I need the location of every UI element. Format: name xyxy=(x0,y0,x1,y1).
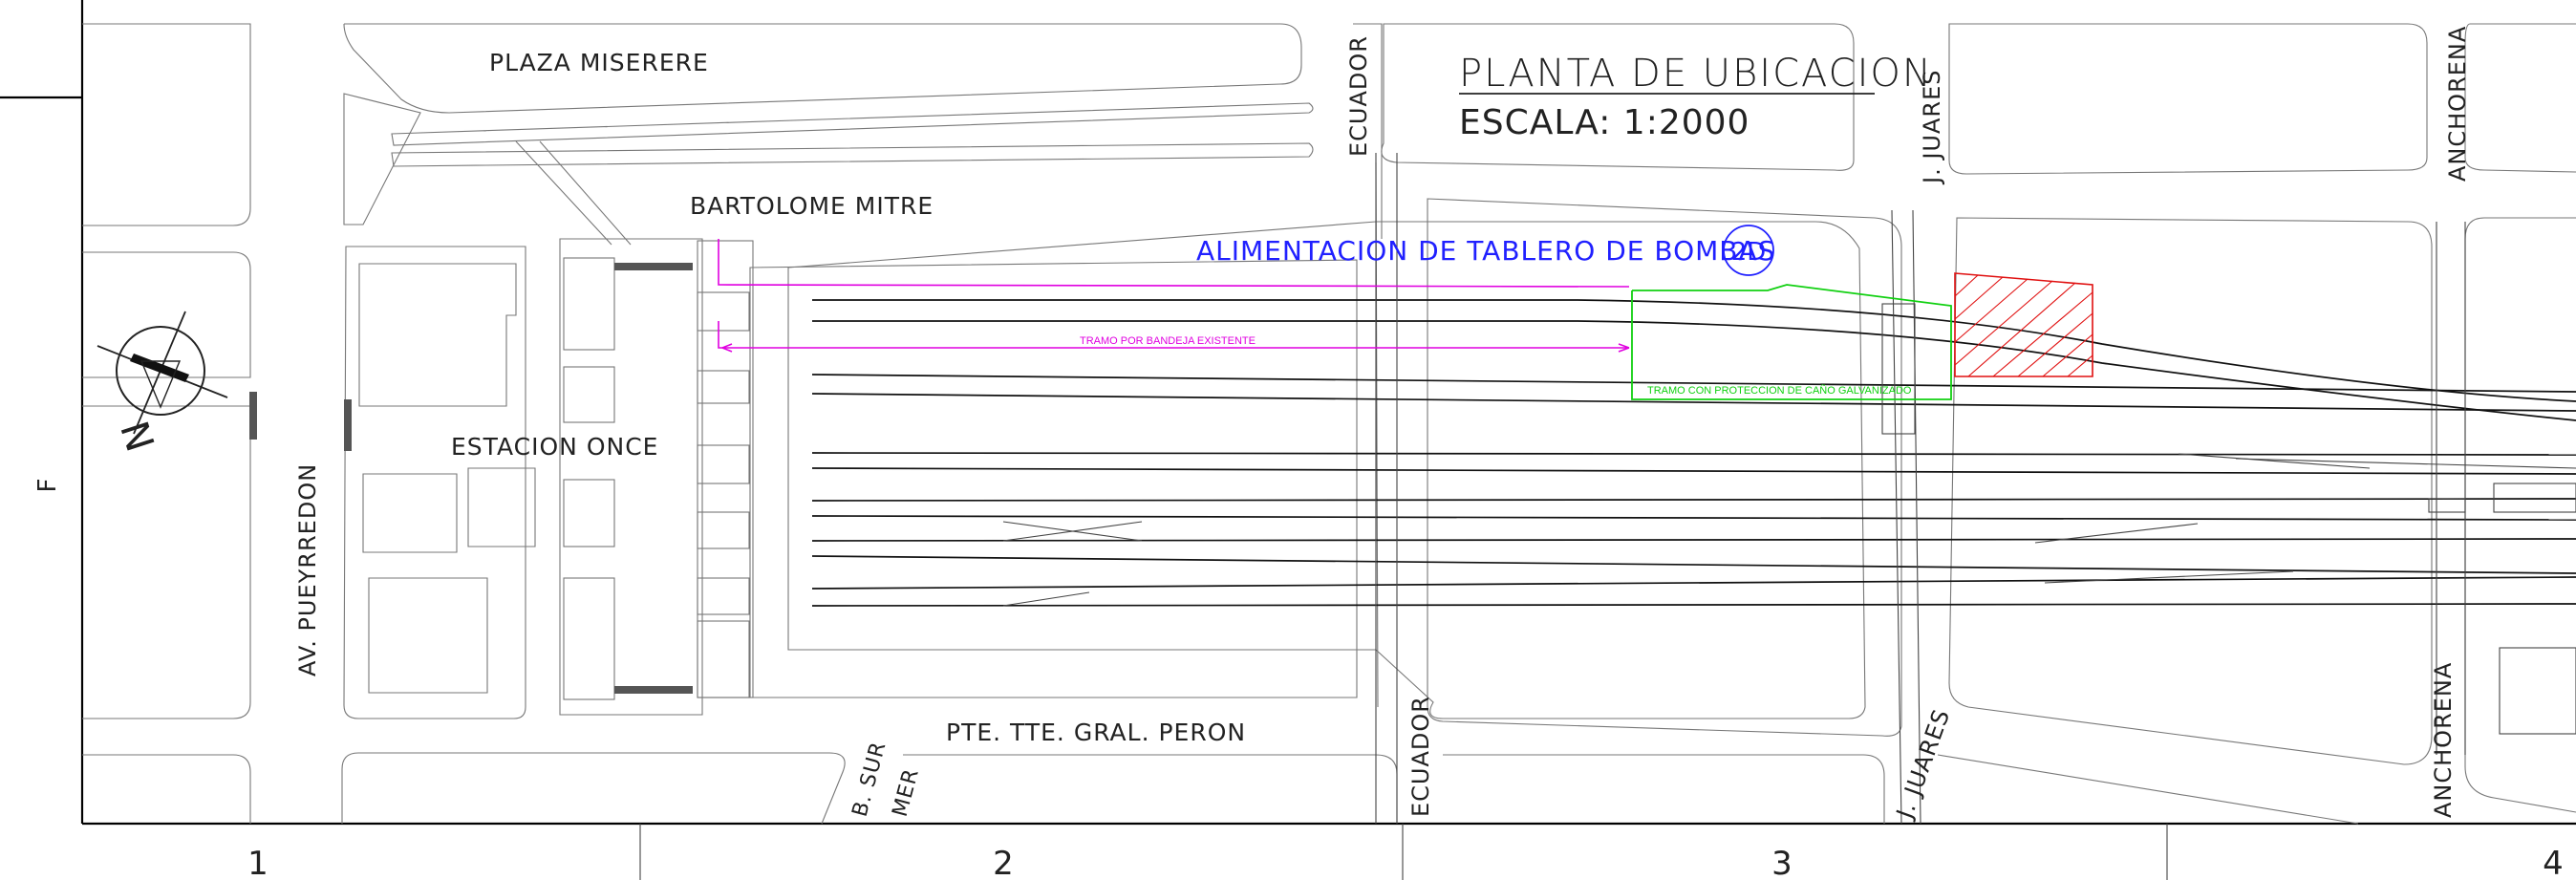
label-ecuador-top: ECUADOR xyxy=(1345,35,1372,157)
street-blocks xyxy=(82,23,2576,825)
label-b-sur: B. SUR xyxy=(848,739,891,819)
label-estacion-once: ESTACION ONCE xyxy=(451,433,658,461)
railway-tracks xyxy=(811,299,2576,607)
north-arrow-symbol xyxy=(97,311,228,435)
label-feed-pump-board: ALIMENTACION DE TABLERO DE BOMBAS xyxy=(1196,235,1775,267)
plan-scale: ESCALA: 1:2000 xyxy=(1459,103,1750,142)
grid-col-4: 4 xyxy=(2543,845,2564,880)
label-anchorena-bottom: ANCHORENA xyxy=(2430,662,2457,818)
feed-tag-circle xyxy=(1723,225,1774,276)
grid-col-2: 2 xyxy=(993,845,1014,880)
label-pte-peron: PTE. TTE. GRAL. PERON xyxy=(946,719,1246,746)
north-arrow-letter: N xyxy=(114,416,164,457)
pump-board-hatch-area xyxy=(1954,272,2093,377)
grid-col-3: 3 xyxy=(1771,845,1792,880)
cable-tray-route xyxy=(718,239,1630,353)
label-av-pueyrredon: AV. PUEYRREDON xyxy=(294,463,321,676)
label-conduit-section: TRAMO CON PROTECCION DE CAÑO GALVANIZADO xyxy=(1647,384,1912,397)
label-mer: MER xyxy=(889,766,924,820)
label-anchorena-top: ANCHORENA xyxy=(2444,26,2471,182)
galvanized-conduit-route xyxy=(1631,284,1952,400)
label-tray-section: TRAMO POR BANDEJA EXISTENTE xyxy=(1080,335,1256,347)
label-plaza-miserere: PLAZA MISERERE xyxy=(489,49,709,76)
platform-hatches xyxy=(249,263,693,694)
label-bartolome-mitre: BARTOLOME MITRE xyxy=(690,192,934,220)
grid-row-f: F xyxy=(33,479,62,493)
grid-col-1: 1 xyxy=(247,845,268,880)
label-j-juares-top: J. JUARES xyxy=(1919,70,1945,185)
plan-title: PLANTA DE UBICACION xyxy=(1459,52,1933,96)
road-edges xyxy=(1375,153,2576,825)
label-feed-tag: 2D xyxy=(1731,238,1767,267)
label-ecuador-bottom: ECUADOR xyxy=(1407,696,1434,817)
